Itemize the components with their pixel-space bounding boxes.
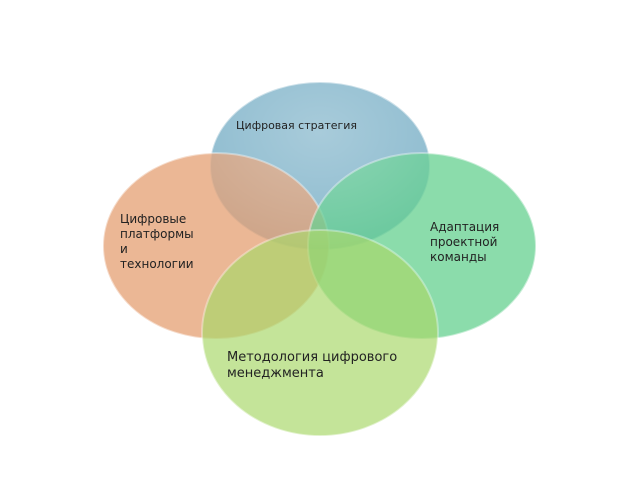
label-methodology: Методология цифрового менеджмента: [227, 350, 398, 381]
label-adaptation: Адаптация проектной команды: [430, 220, 500, 264]
circle-methodology: [201, 229, 439, 437]
label-strategy: Цифровая стратегия: [236, 119, 358, 132]
label-platforms: Цифровые платформы и технологии: [120, 212, 194, 271]
gloss-overlay: [210, 82, 430, 250]
